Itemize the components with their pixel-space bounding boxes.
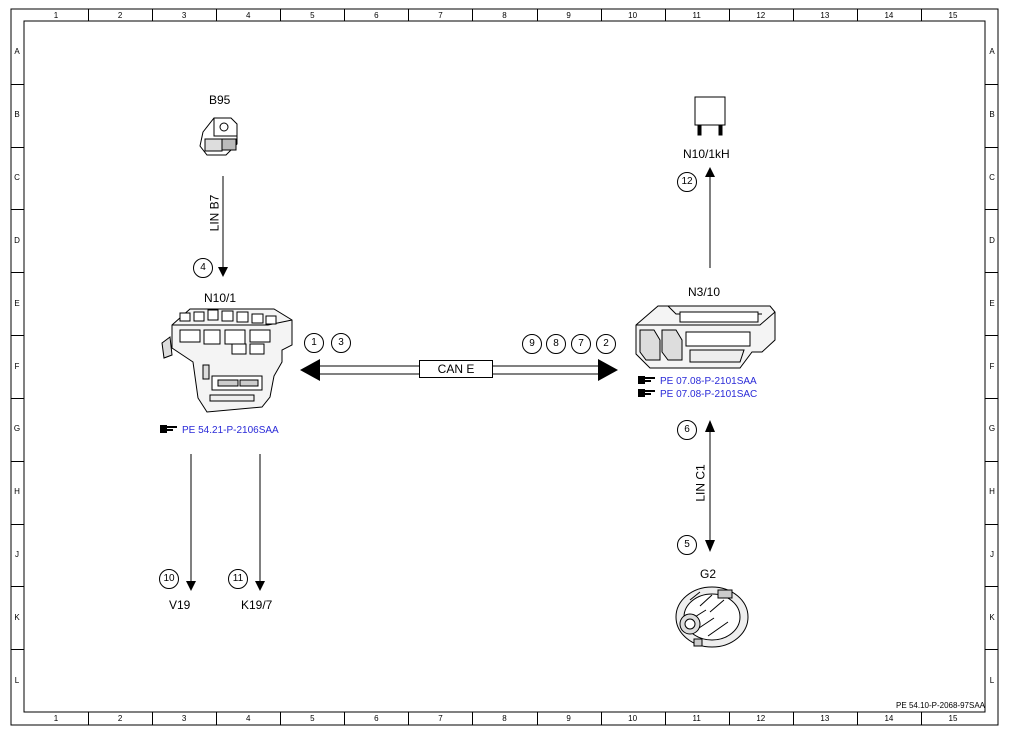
marker-11: 11 xyxy=(228,569,248,589)
b95-label: B95 xyxy=(209,93,231,107)
marker-7: 7 xyxy=(571,334,591,354)
grid-column-label: 1 xyxy=(53,11,59,20)
n10-1-reference-link[interactable]: PE 54.21-P-2106SAA xyxy=(160,424,279,436)
grid-column-label: 2 xyxy=(117,11,123,20)
can-e-label: CAN E xyxy=(419,360,493,378)
outer-frame xyxy=(10,8,999,726)
grid-column-label: 7 xyxy=(438,714,443,723)
grid-column-label: 6 xyxy=(374,11,379,20)
grid-column-label: 5 xyxy=(310,714,315,723)
grid-column-label: 12 xyxy=(756,714,766,723)
grid-column-label: 8 xyxy=(502,714,507,723)
grid-row-label: K xyxy=(989,612,995,622)
grid-column-label: 13 xyxy=(820,11,830,20)
alternator-icon xyxy=(675,586,749,648)
marker-8: 8 xyxy=(546,334,566,354)
grid-row-label: E xyxy=(989,298,995,308)
grid-row-label: C xyxy=(989,173,995,183)
grid-column-label: 14 xyxy=(884,11,894,20)
pointing-hand-icon xyxy=(160,425,177,433)
grid-row-label: D xyxy=(14,235,20,245)
grid-column-label: 2 xyxy=(117,714,123,723)
n10-1-label: N10/1 xyxy=(204,291,237,305)
can-arrow-right xyxy=(598,359,618,381)
grid-column-label: 7 xyxy=(438,11,443,20)
grid-row-label: H xyxy=(989,487,995,497)
grid-column-label: 4 xyxy=(245,714,251,723)
grid-column-label: 5 xyxy=(310,11,315,20)
relay-icon xyxy=(694,96,726,136)
control-module-icon xyxy=(161,308,293,413)
lin-c1-line xyxy=(705,420,715,552)
grid-column-label: 3 xyxy=(181,11,187,20)
grid-column-label: 11 xyxy=(692,714,701,723)
grid-row-label: G xyxy=(13,424,21,434)
grid-row-label: C xyxy=(14,173,20,183)
grid-row-label: A xyxy=(14,47,20,57)
lin-c1-label: LIN C1 xyxy=(693,464,708,502)
grid-column-label: 11 xyxy=(692,11,701,20)
grid-column-label: 9 xyxy=(566,714,571,723)
grid-ticks xyxy=(11,9,998,725)
pointing-hand-icon xyxy=(638,376,655,384)
grid-column-label: 10 xyxy=(628,714,638,723)
grid-column-label: 9 xyxy=(566,11,571,20)
grid-row-label: B xyxy=(14,110,20,120)
grid-column-label: 15 xyxy=(948,714,958,723)
grid-row-label: J xyxy=(15,549,19,559)
grid-row-label: L xyxy=(989,675,995,685)
lin-b7-label: LIN B7 xyxy=(207,194,222,232)
grid-column-label: 4 xyxy=(245,11,251,20)
marker-12: 12 xyxy=(677,172,697,192)
grid-column-label: 14 xyxy=(884,714,894,723)
v19-label: V19 xyxy=(169,598,191,612)
marker-10: 10 xyxy=(159,569,179,589)
ecu-icon xyxy=(635,305,776,369)
marker-3: 3 xyxy=(331,333,351,353)
grid-column-label: 3 xyxy=(181,714,187,723)
n3-10-reference-link-1[interactable]: PE 07.08-P-2101SAA xyxy=(638,375,757,387)
sensor-icon xyxy=(199,117,238,156)
grid-row-label: G xyxy=(988,424,996,434)
document-id: PE 54.10-P-2068-97SAA xyxy=(896,701,985,710)
n3-10-label: N3/10 xyxy=(688,285,721,299)
pointing-hand-icon xyxy=(638,389,655,397)
n10-1kh-label: N10/1kH xyxy=(683,147,730,161)
marker-9: 9 xyxy=(522,334,542,354)
grid-row-label: B xyxy=(989,110,995,120)
g2-label: G2 xyxy=(700,567,717,581)
grid-row-label: D xyxy=(989,235,995,245)
grid-row-label: K xyxy=(14,612,20,622)
marker-1: 1 xyxy=(304,333,324,353)
n3-10-reference-text-1: PE 07.08-P-2101SAA xyxy=(660,376,757,387)
grid-row-label: A xyxy=(989,47,995,57)
inner-frame xyxy=(23,20,986,713)
can-arrow-left xyxy=(300,359,320,381)
grid-column-label: 10 xyxy=(628,11,638,20)
grid-row-label: J xyxy=(990,549,994,559)
k19-7-label: K19/7 xyxy=(241,598,273,612)
grid-column-label: 1 xyxy=(53,714,59,723)
n10-1-reference-text: PE 54.21-P-2106SAA xyxy=(182,425,279,436)
grid-row-label: L xyxy=(14,675,20,685)
marker-2: 2 xyxy=(596,334,616,354)
grid-column-label: 12 xyxy=(756,11,766,20)
grid-row-label: H xyxy=(14,487,20,497)
marker-4: 4 xyxy=(193,258,213,278)
grid-column-label: 8 xyxy=(502,11,507,20)
grid-row-label: E xyxy=(14,298,20,308)
marker-6: 6 xyxy=(677,420,697,440)
grid-row-label: F xyxy=(14,361,20,371)
grid-row-label: F xyxy=(989,361,995,371)
marker-5: 5 xyxy=(677,535,697,555)
n3-10-reference-link-2[interactable]: PE 07.08-P-2101SAC xyxy=(638,388,757,400)
grid-column-label: 6 xyxy=(374,714,379,723)
n3-10-reference-text-2: PE 07.08-P-2101SAC xyxy=(660,389,758,400)
grid-column-label: 13 xyxy=(820,714,830,723)
grid-column-label: 15 xyxy=(948,11,958,20)
